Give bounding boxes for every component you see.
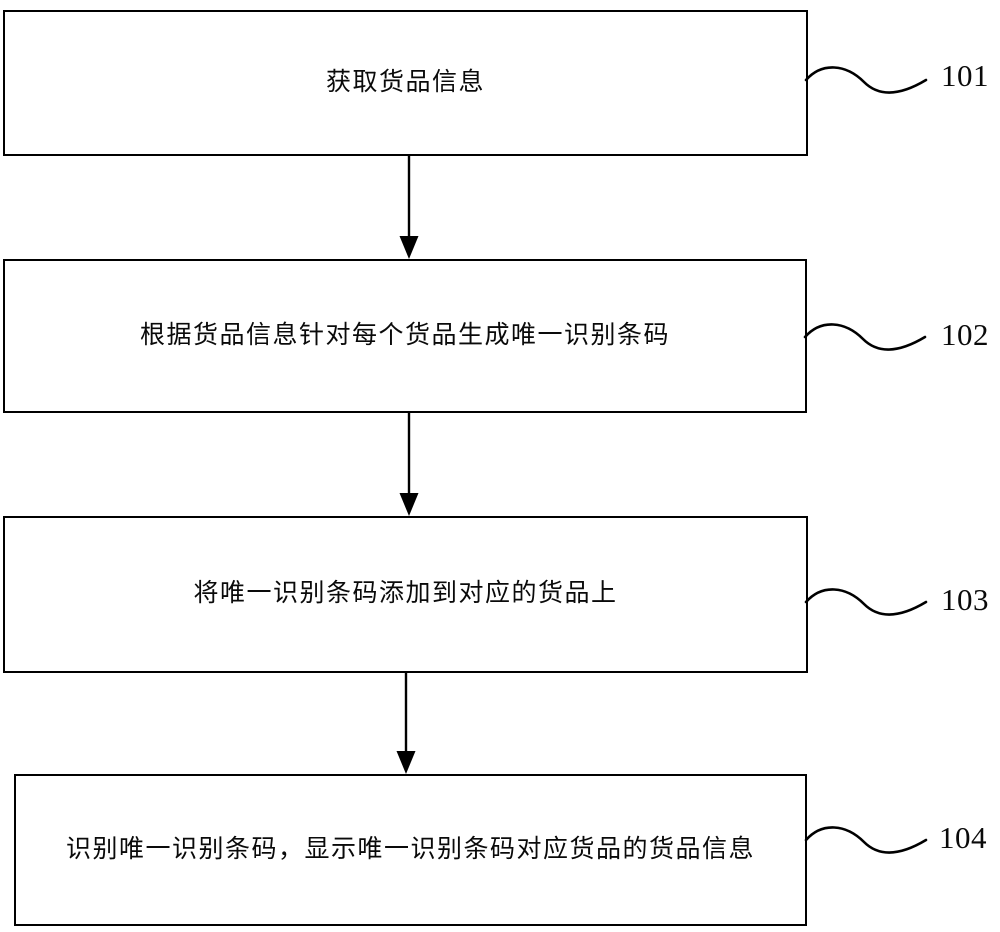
- reference-number-102: 102: [941, 317, 989, 352]
- reference-number-103: 103: [941, 582, 989, 617]
- flow-step-label-101: 获取货品信息: [325, 68, 485, 96]
- reference-number-101: 101: [941, 58, 989, 93]
- flow-step-label-103: 将唯一识别条码添加到对应的货品上: [193, 580, 618, 608]
- flow-step-label-102: 根据货品信息针对每个货品生成唯一识别条码: [139, 321, 670, 349]
- flow-step-box-104[interactable]: 识别唯一识别条码，显示唯一识别条码对应货品的货品信息: [14, 774, 807, 926]
- leader-line-101: [804, 66, 928, 94]
- flow-step-label-104: 识别唯一识别条码，显示唯一识别条码对应货品的货品信息: [65, 835, 755, 863]
- flow-step-box-101[interactable]: 获取货品信息: [3, 10, 808, 156]
- connector-arrow-103-104: [396, 673, 416, 774]
- flow-step-box-102[interactable]: 根据货品信息针对每个货品生成唯一识别条码: [3, 259, 807, 413]
- connector-arrow-102-103: [399, 413, 419, 516]
- reference-number-104: 104: [939, 820, 987, 855]
- leader-line-103: [804, 588, 928, 616]
- flow-step-box-103[interactable]: 将唯一识别条码添加到对应的货品上: [3, 516, 808, 673]
- leader-line-102: [803, 323, 927, 351]
- leader-line-104: [804, 826, 928, 854]
- connector-arrow-101-102: [399, 156, 419, 259]
